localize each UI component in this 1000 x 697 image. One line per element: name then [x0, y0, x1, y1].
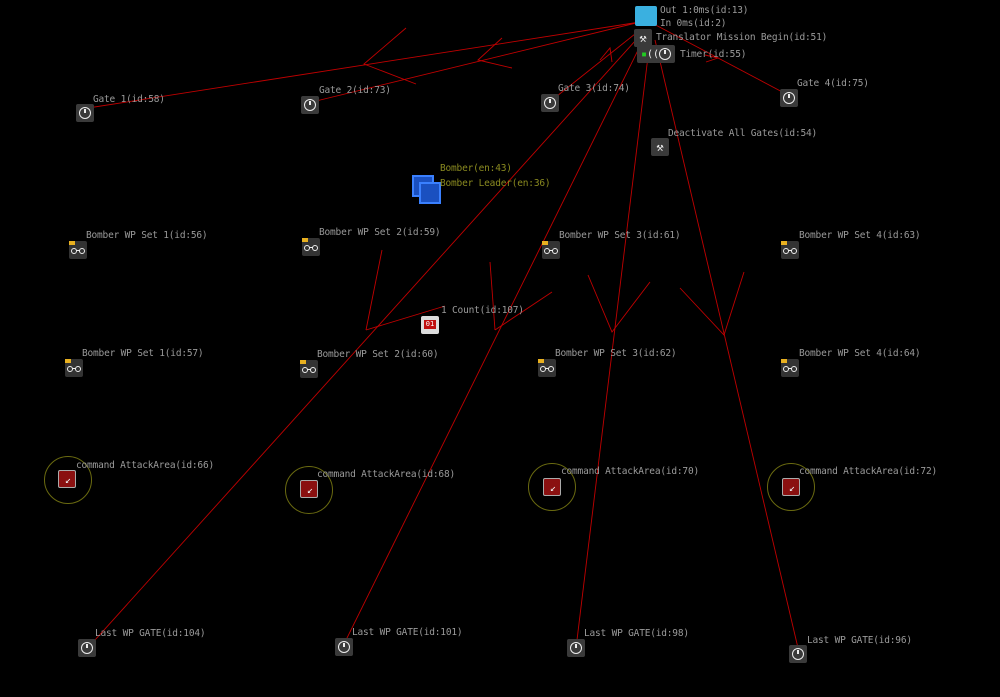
link	[94, 29, 646, 641]
in-label: In 0ms(id:2)	[660, 18, 727, 29]
gate-node[interactable]	[301, 96, 319, 114]
wrench-icon: ⚒	[656, 140, 664, 154]
out-node[interactable]	[635, 6, 657, 26]
gate-label: Gate 2(id:73)	[319, 85, 391, 96]
attack-radius	[44, 456, 92, 504]
deactivate-node[interactable]: ⚒	[651, 138, 669, 156]
link	[311, 21, 641, 103]
waypoint-label: Bomber WP Set 3(id:62)	[555, 348, 677, 359]
attack-radius	[285, 466, 333, 514]
deactivate-label: Deactivate All Gates(id:54)	[668, 128, 818, 139]
out-label: Out 1:0ms(id:13)	[660, 5, 749, 16]
link	[87, 21, 641, 109]
clock-icon	[304, 99, 316, 111]
gate-node[interactable]	[541, 94, 559, 112]
timer-node[interactable]: ▪((	[637, 45, 675, 63]
attack-icon: ↙	[64, 474, 72, 486]
attack-label: command AttackArea(id:66)	[76, 460, 214, 471]
attack-node[interactable]: ↙	[543, 478, 561, 496]
waypoint-label: Bomber WP Set 1(id:57)	[82, 348, 204, 359]
attack-icon: ↙	[549, 482, 557, 494]
gate-node[interactable]	[780, 89, 798, 107]
waypoint-node[interactable]	[300, 360, 318, 378]
counter-value: 01	[424, 320, 436, 329]
gate-node[interactable]	[76, 104, 94, 122]
link	[654, 39, 799, 649]
clock-icon	[792, 648, 804, 660]
arrowhead	[587, 274, 651, 333]
attack-icon: ↙	[306, 484, 314, 496]
attack-icon: ↙	[788, 482, 796, 494]
last-gate-node[interactable]	[789, 645, 807, 663]
link	[551, 29, 641, 101]
attack-node[interactable]: ↙	[58, 470, 76, 488]
waypoint-label: Bomber WP Set 2(id:60)	[317, 349, 439, 360]
timer-label: Timer(id:55)	[680, 49, 747, 60]
clock-icon	[79, 107, 91, 119]
bomber-label: Bomber(en:43)	[440, 163, 512, 174]
bomber-leader-label: Bomber Leader(en:36)	[440, 178, 551, 189]
last-gate-node[interactable]	[567, 639, 585, 657]
wrench-icon: ⚒	[639, 31, 647, 45]
waypoint-node[interactable]	[542, 241, 560, 259]
attack-radius	[528, 463, 576, 511]
arrowhead	[599, 46, 613, 63]
last-gate-node[interactable]	[335, 638, 353, 656]
link	[345, 29, 649, 641]
link	[489, 261, 496, 331]
clock-icon	[544, 97, 556, 109]
last-gate-label: Last WP GATE(id:101)	[352, 627, 463, 638]
counter-label: 1 Count(id:107)	[441, 305, 524, 316]
clock-icon	[783, 92, 795, 104]
arrowhead	[477, 37, 513, 69]
clock-icon	[81, 642, 93, 654]
waypoint-node[interactable]	[781, 359, 799, 377]
attack-label: command AttackArea(id:72)	[799, 466, 937, 477]
arrowhead	[704, 54, 720, 63]
link	[365, 249, 383, 331]
last-gate-label: Last WP GATE(id:98)	[584, 628, 689, 639]
gate-label: Gate 3(id:74)	[558, 83, 630, 94]
gate-label: Gate 4(id:75)	[797, 78, 869, 89]
timer-icon: ▪((	[637, 45, 675, 63]
arrowhead	[679, 271, 745, 336]
attack-radius	[767, 463, 815, 511]
last-gate-node[interactable]	[78, 639, 96, 657]
last-gate-label: Last WP GATE(id:104)	[95, 628, 206, 639]
attack-label: command AttackArea(id:68)	[317, 469, 455, 480]
attack-label: command AttackArea(id:70)	[561, 466, 699, 477]
translator-label: Translator Mission Begin(id:51)	[656, 32, 828, 43]
link	[576, 39, 651, 641]
waypoint-label: Bomber WP Set 3(id:61)	[559, 230, 681, 241]
link	[365, 305, 446, 331]
translator-node[interactable]: ⚒	[634, 29, 652, 47]
waypoint-node[interactable]	[65, 359, 83, 377]
waypoint-label: Bomber WP Set 2(id:59)	[319, 227, 441, 238]
waypoint-node[interactable]	[302, 238, 320, 256]
waypoint-label: Bomber WP Set 4(id:64)	[799, 348, 921, 359]
attack-node[interactable]: ↙	[300, 480, 318, 498]
arrowhead	[363, 27, 417, 85]
waypoint-node[interactable]	[781, 241, 799, 259]
bomber-leader-unit[interactable]	[419, 182, 441, 204]
waypoint-label: Bomber WP Set 4(id:63)	[799, 230, 921, 241]
last-gate-label: Last WP GATE(id:96)	[807, 635, 912, 646]
link	[649, 21, 789, 96]
clock-icon	[338, 641, 350, 653]
waypoint-node[interactable]	[538, 359, 556, 377]
waypoint-node[interactable]	[69, 241, 87, 259]
gate-label: Gate 1(id:58)	[93, 94, 165, 105]
clock-icon	[570, 642, 582, 654]
link	[494, 291, 553, 331]
waypoint-label: Bomber WP Set 1(id:56)	[86, 230, 208, 241]
attack-node[interactable]: ↙	[782, 478, 800, 496]
counter-node[interactable]: 01	[421, 316, 439, 334]
